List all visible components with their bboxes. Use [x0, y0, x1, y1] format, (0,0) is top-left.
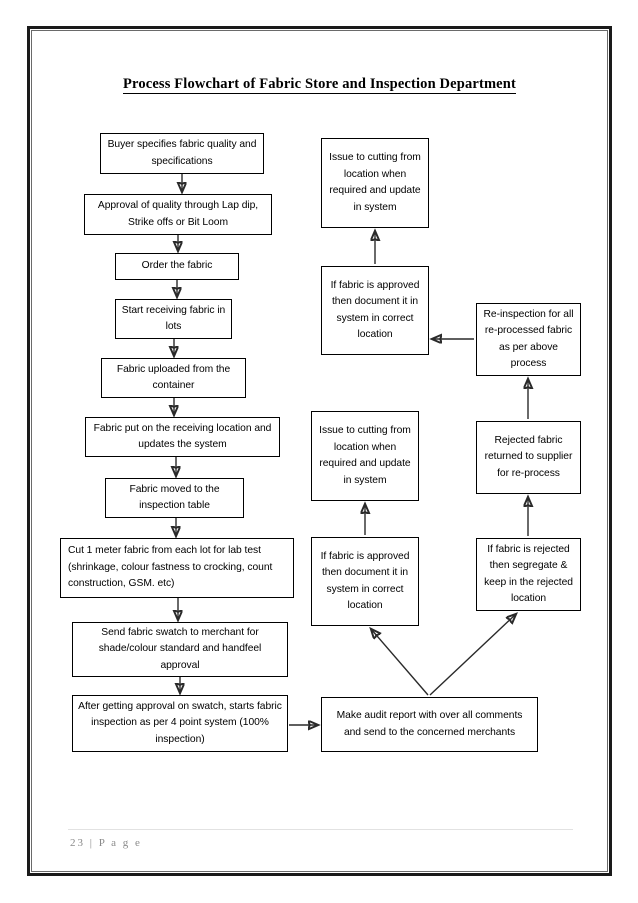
- flow-node-label: Rejected fabric returned to supplier for…: [484, 434, 573, 479]
- flow-node-fabric-moved-inspection[interactable]: Fabric moved to the inspection table: [105, 478, 244, 518]
- flow-node-rejected-fabric-returned[interactable]: Rejected fabric returned to supplier for…: [476, 421, 581, 494]
- flow-node-label: If fabric is approved then document it i…: [320, 550, 410, 612]
- flow-node-cut-1-meter[interactable]: Cut 1 meter fabric from each lot for lab…: [60, 538, 294, 598]
- flow-node-label: Cut 1 meter fabric from each lot for lab…: [68, 545, 273, 590]
- flow-node-if-approved-document-mid[interactable]: If fabric is approved then document it i…: [311, 537, 419, 626]
- flow-node-re-inspection[interactable]: Re-inspection for all re-processed fabri…: [476, 303, 581, 376]
- flow-node-approval-of-quality[interactable]: Approval of quality through Lap dip, Str…: [84, 194, 272, 235]
- flow-node-label: Send fabric swatch to merchant for shade…: [98, 626, 262, 671]
- page-frame-outer: [27, 26, 612, 876]
- flow-node-label: Order the fabric: [141, 260, 213, 272]
- flow-node-fabric-uploaded[interactable]: Fabric uploaded from the container: [101, 358, 246, 398]
- flow-node-issue-to-cutting-mid[interactable]: Issue to cutting from location when requ…: [311, 411, 419, 501]
- page-number-footer: 23 | P a g e: [70, 837, 142, 849]
- flow-node-label: If fabric is rejected then segregate & k…: [484, 543, 573, 605]
- flow-node-if-rejected-segregate[interactable]: If fabric is rejected then segregate & k…: [476, 538, 581, 611]
- flow-node-label: Start receiving fabric in lots: [121, 304, 226, 333]
- flow-node-label: Issue to cutting from location when requ…: [319, 425, 411, 486]
- flow-node-label: Fabric uploaded from the container: [116, 363, 231, 392]
- page-frame-inner: [31, 30, 608, 872]
- edge-m5-m4: [371, 629, 429, 696]
- flow-node-label: Fabric put on the receiving location and…: [93, 422, 272, 451]
- edge-m5-r3: [429, 614, 516, 696]
- flow-node-label: Fabric moved to the inspection table: [129, 483, 220, 512]
- flow-node-label: Issue to cutting from location when requ…: [329, 152, 421, 213]
- page-title: Process Flowchart of Fabric Store and In…: [27, 76, 612, 94]
- flow-node-order-the-fabric[interactable]: Order the fabric: [115, 253, 239, 280]
- flow-node-issue-to-cutting-top[interactable]: Issue to cutting from location when requ…: [321, 138, 429, 228]
- flow-node-label: Re-inspection for all re-processed fabri…: [483, 308, 574, 370]
- flow-node-label: If fabric is approved then document it i…: [330, 279, 420, 341]
- flow-node-label: After getting approval on swatch, starts…: [78, 700, 282, 745]
- flow-node-start-receiving-fabric[interactable]: Start receiving fabric in lots: [115, 299, 232, 339]
- footer-divider: [68, 829, 573, 830]
- flow-node-make-audit-report[interactable]: Make audit report with over all comments…: [321, 697, 538, 752]
- flow-node-label: Buyer specifies fabric quality and speci…: [107, 139, 257, 167]
- flow-node-label: Make audit report with over all comments…: [336, 710, 523, 738]
- flow-node-after-getting-approval[interactable]: After getting approval on swatch, starts…: [72, 695, 288, 752]
- flow-node-send-fabric-swatch[interactable]: Send fabric swatch to merchant for shade…: [72, 622, 288, 677]
- page-title-text: Process Flowchart of Fabric Store and In…: [123, 76, 516, 94]
- flow-node-buyer-specifies[interactable]: Buyer specifies fabric quality and speci…: [100, 133, 264, 174]
- flow-node-fabric-put-receiving[interactable]: Fabric put on the receiving location and…: [85, 417, 280, 457]
- flow-node-if-approved-document-top[interactable]: If fabric is approved then document it i…: [321, 266, 429, 355]
- flow-node-label: Approval of quality through Lap dip, Str…: [97, 200, 259, 228]
